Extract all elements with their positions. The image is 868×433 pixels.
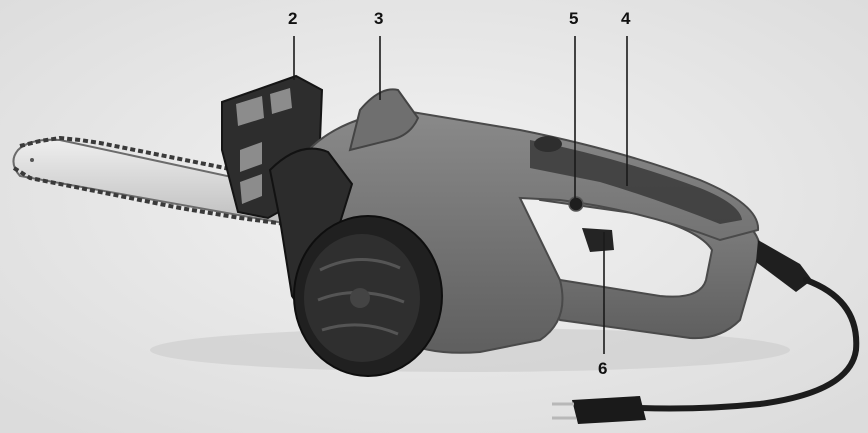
callout-5: 5 (569, 9, 579, 28)
callout-4: 4 (621, 9, 631, 28)
callout-2: 2 (288, 9, 298, 28)
motor-cap (293, 215, 443, 377)
callout-3: 3 (374, 9, 384, 28)
callout-6: 6 (598, 359, 608, 378)
callout-leaders (293, 36, 628, 354)
power-cord (552, 240, 860, 424)
